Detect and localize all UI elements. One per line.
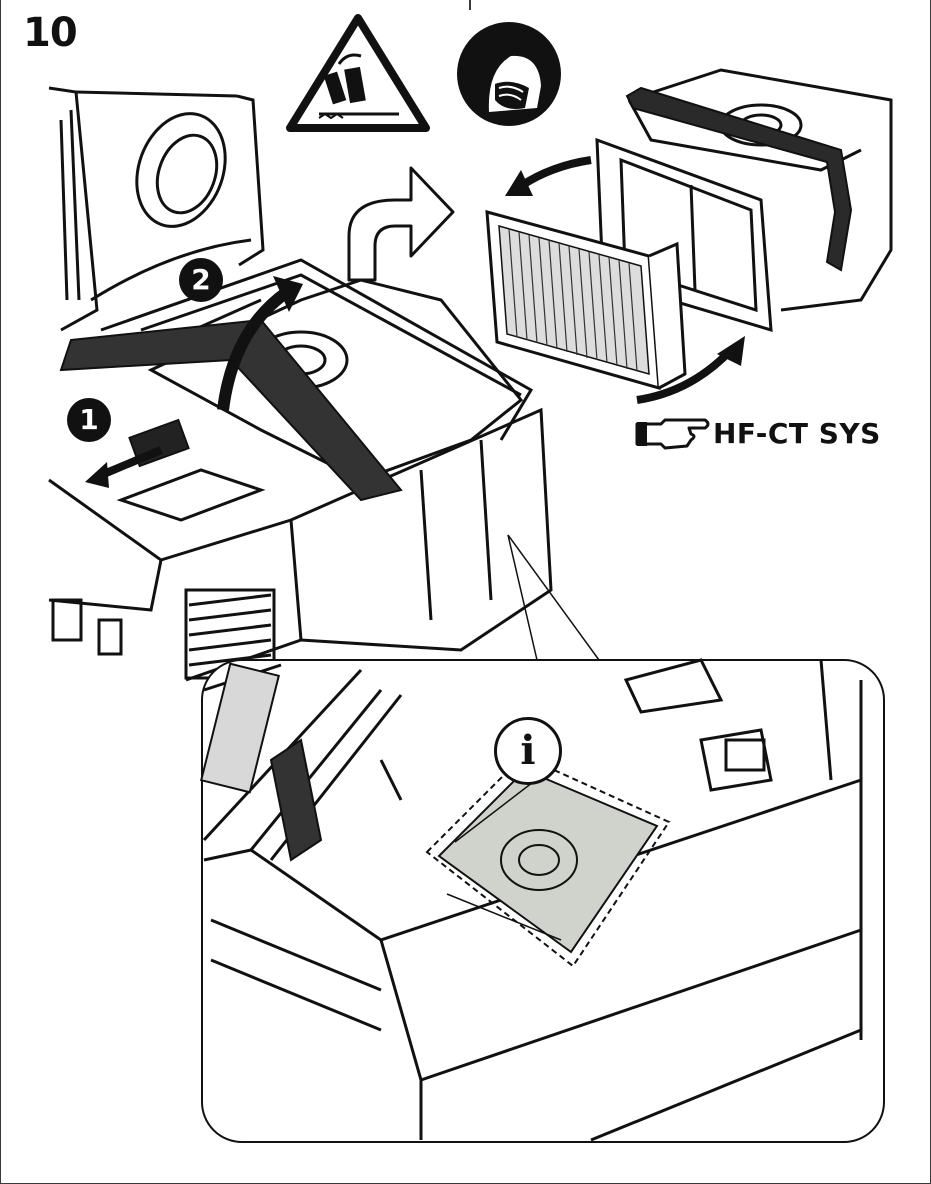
slide-arrow [85,446,163,488]
step-number: 10 [23,10,78,56]
pointing-hand-icon [635,418,710,450]
hepa-filter [485,209,687,391]
detail-view-container [202,658,863,1142]
crush-hazard-warning-icon [286,14,430,132]
rotate-arrows [505,156,745,404]
wear-dust-mask-icon [457,22,561,126]
housing-handle [625,86,853,272]
dust-bag-highlight [425,754,671,968]
info-marker: i [494,717,562,785]
lift-arrow [217,276,303,411]
detail-dark-edge [200,662,280,794]
open-lid [48,86,265,332]
vacuum-body [48,258,553,682]
detail-latch-dark [269,738,323,862]
zoom-leader-lines [507,534,600,661]
column-divider [469,0,471,10]
remove-filter-arrow [347,166,455,282]
accessory-reference-label: HF-CT SYS [713,417,881,450]
step-callout-2: 2 [179,258,223,302]
step-callout-1: 1 [67,398,111,442]
